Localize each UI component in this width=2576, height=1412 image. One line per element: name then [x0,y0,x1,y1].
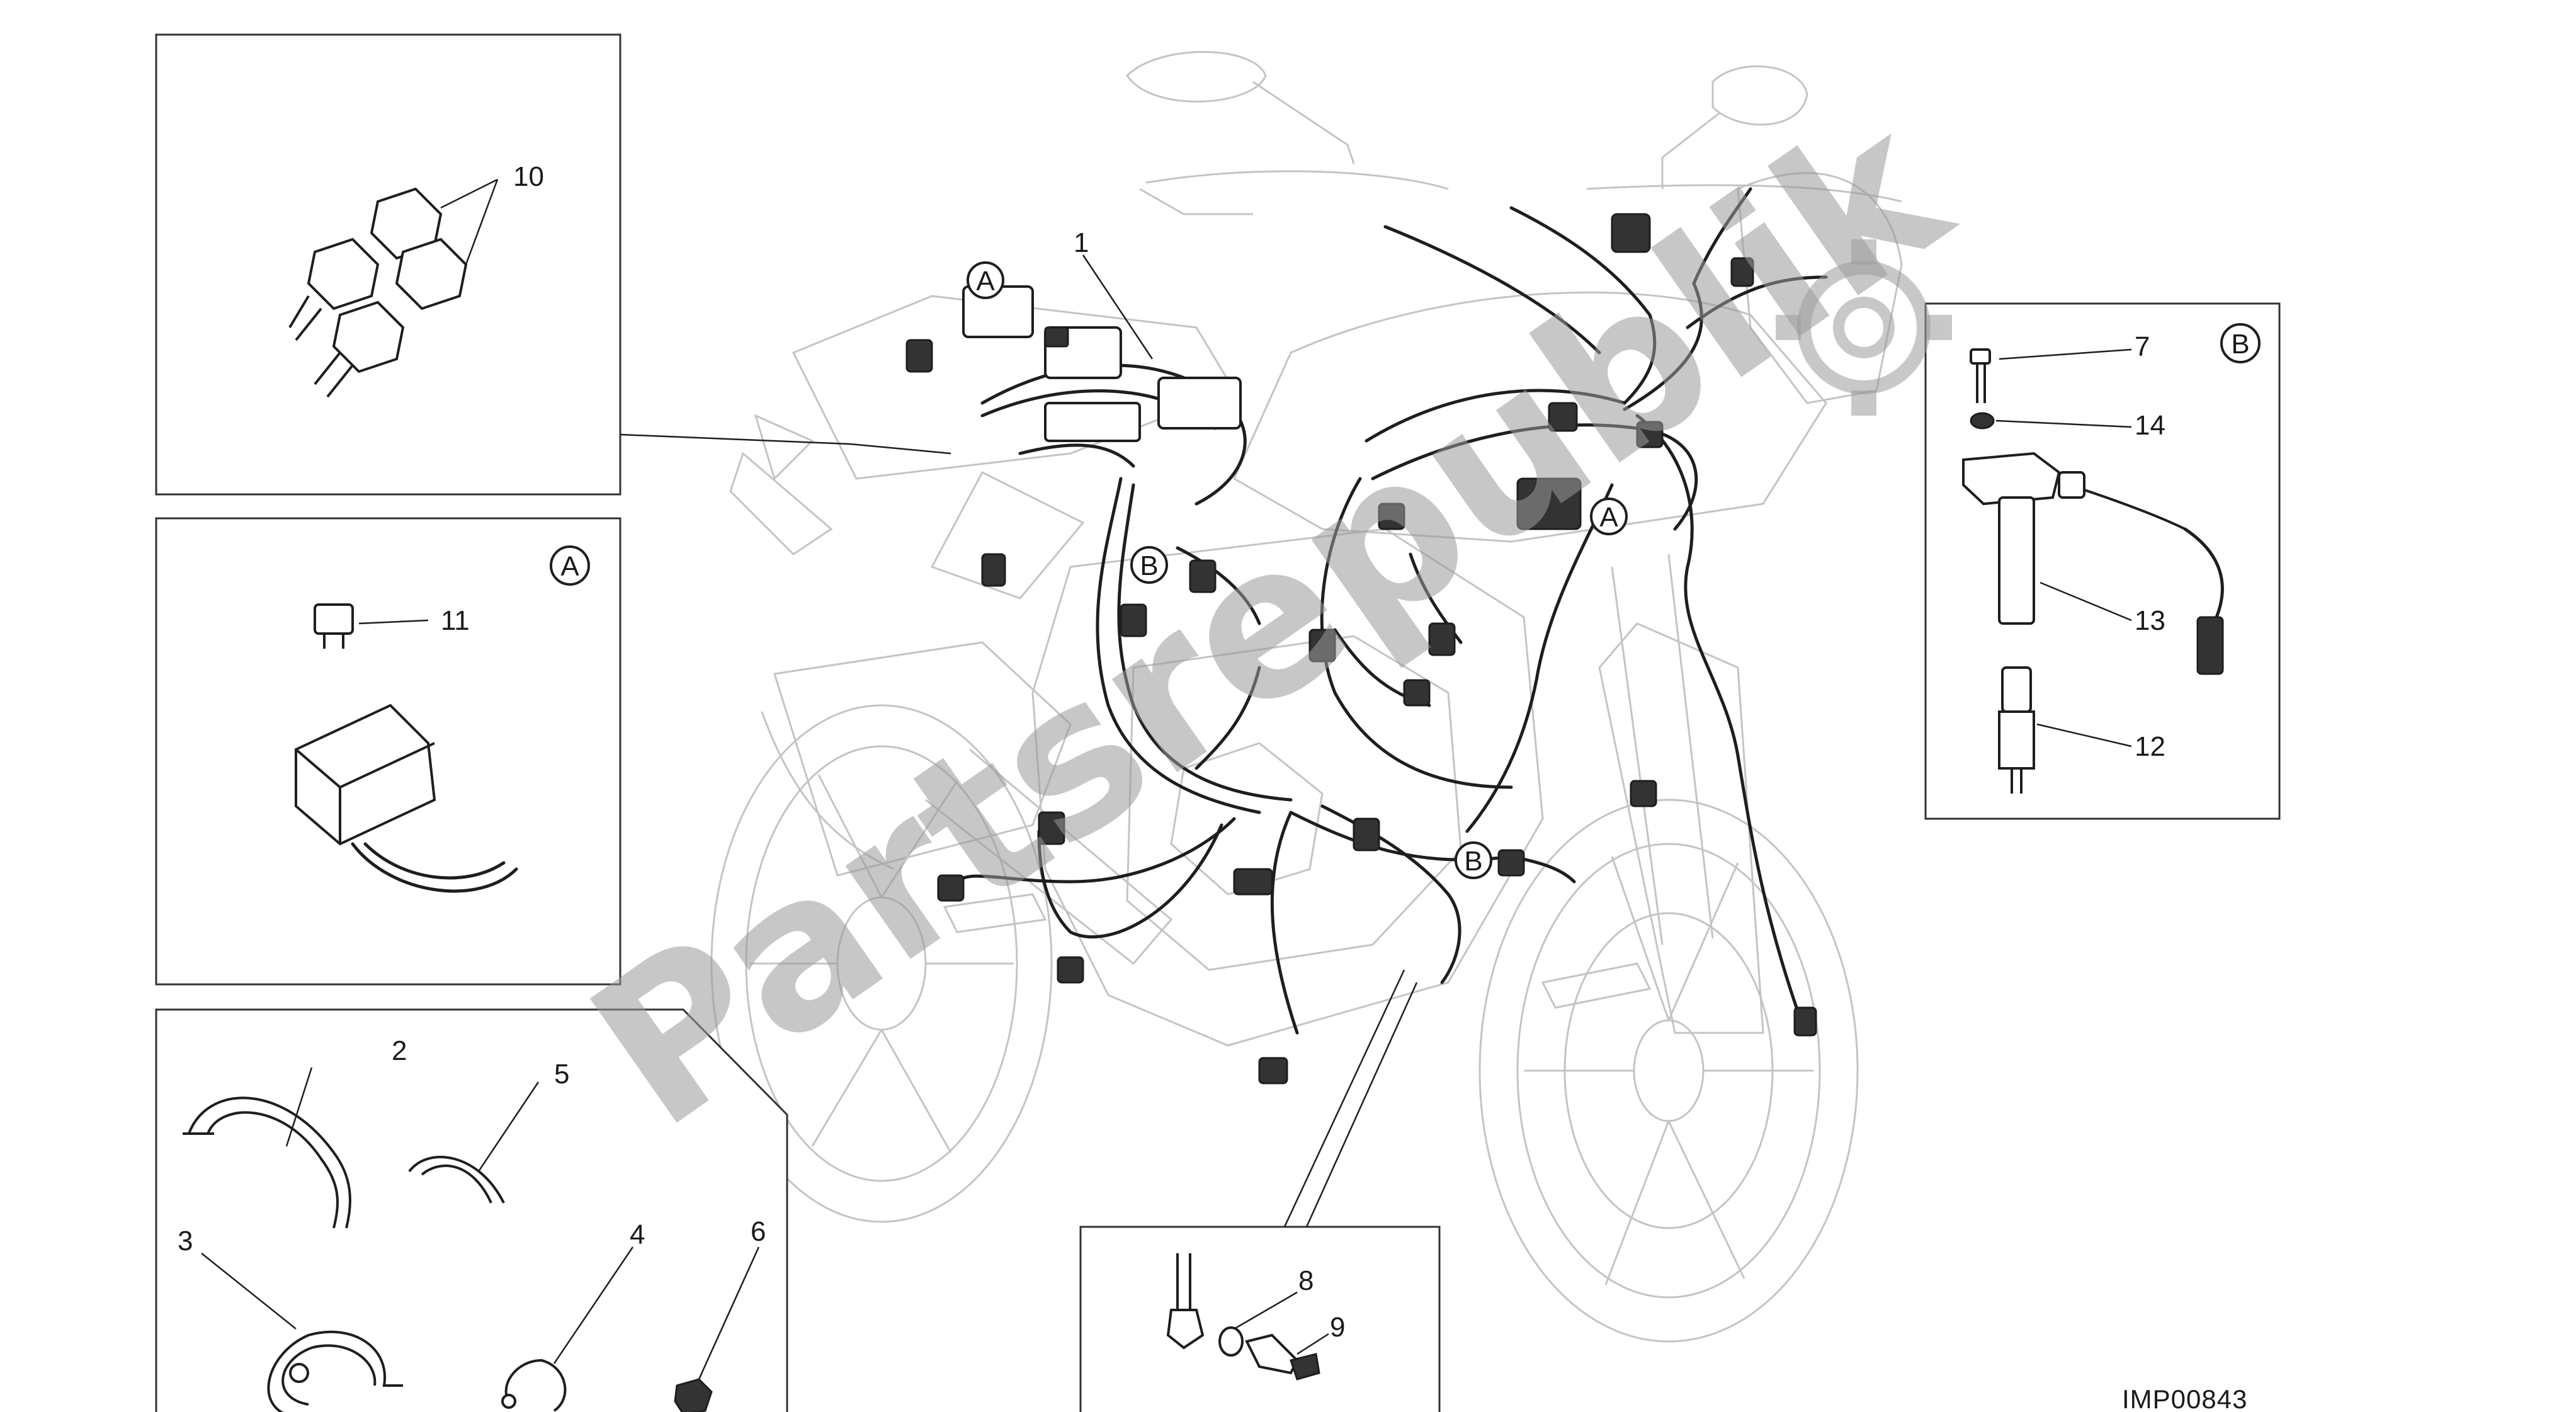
detail-marker-b: B [2231,329,2249,360]
spark-plug-icon [1998,666,2035,794]
detail-box-b: B 7 14 13 12 [1924,302,2281,820]
callout-9: 9 [1330,1312,1345,1343]
p-clip-icon [267,1330,403,1412]
callout-12: 12 [2135,731,2165,762]
callout-8: 8 [1298,1265,1314,1296]
clip-small-icon [501,1358,567,1412]
watermark-text: Partsrepublik [550,65,1989,1174]
fuse-icon [314,603,354,649]
cable-tie-large-icon [183,1096,351,1229]
cable-tie-small-icon [408,1156,505,1204]
marker-a-seat: A [976,266,995,297]
ground-terminal-icon [1166,1253,1320,1381]
callout-10: 10 [513,161,544,192]
callout-6: 6 [751,1216,766,1247]
marker-a-tank: A [1599,502,1618,533]
callout-2: 2 [392,1035,407,1066]
detail-box-ground: 8 9 [1079,969,1441,1412]
motorcycle-outline [710,51,1903,1343]
drawing-code: IMP00843 [2122,1384,2247,1412]
screw-icon [1970,348,1991,403]
callout-4: 4 [630,1219,645,1250]
callout-1: 1 [1074,227,1089,258]
detail-box-relays: 10 [155,33,951,496]
gear-icon [1776,239,1952,416]
washer-icon [1970,412,1995,430]
main-callouts: 1 A A B B [967,227,1628,879]
fuse-box-icon [295,703,518,893]
callout-13: 13 [2135,605,2165,636]
callout-14: 14 [2135,410,2165,441]
callout-11: 11 [441,605,470,636]
detail-box-clips: 2 5 3 4 6 [155,1008,788,1412]
callout-7: 7 [2135,331,2150,362]
detail-marker-a: A [560,551,579,582]
marker-b-front: B [1140,550,1158,581]
detail-box-a: A 11 [155,517,621,986]
marker-b-rear: B [1464,846,1482,877]
harness-connectors [905,213,1817,1085]
ignition-coil-icon [1962,452,2224,675]
callout-5: 5 [554,1059,569,1090]
watermark: Partsrepublik [550,65,1989,1174]
relay-icon [288,187,468,398]
callout-3: 3 [178,1226,193,1256]
